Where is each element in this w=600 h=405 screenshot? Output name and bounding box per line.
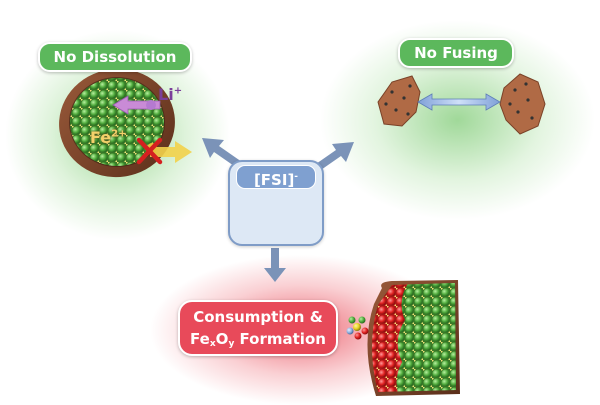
arrow-to-bottom: [264, 248, 286, 282]
left-particle: [59, 68, 175, 178]
block-x-icon: [136, 137, 163, 165]
li-ion-label: Li+: [158, 85, 183, 104]
fe-ion-label: Fe2+: [90, 128, 127, 147]
no-dissolution-label: No Dissolution: [38, 42, 192, 72]
fragment-left: [377, 75, 421, 127]
li-arrow: [112, 95, 161, 115]
consumption-label: Consumption & FexOy Formation: [178, 300, 338, 356]
consumption-line1: Consumption &: [193, 308, 323, 326]
no-fusing-label: No Fusing: [398, 38, 514, 68]
small-fsi-icon: [346, 316, 369, 340]
arrow-to-right: [313, 142, 354, 172]
arrow-to-left: [202, 138, 242, 168]
bottom-particle: [367, 280, 460, 396]
fsi-anion-label: [FSI]-: [236, 165, 316, 189]
consumption-line2: FexOy Formation: [190, 330, 326, 349]
fragment-right: [499, 73, 546, 135]
double-arrow: [417, 93, 501, 111]
